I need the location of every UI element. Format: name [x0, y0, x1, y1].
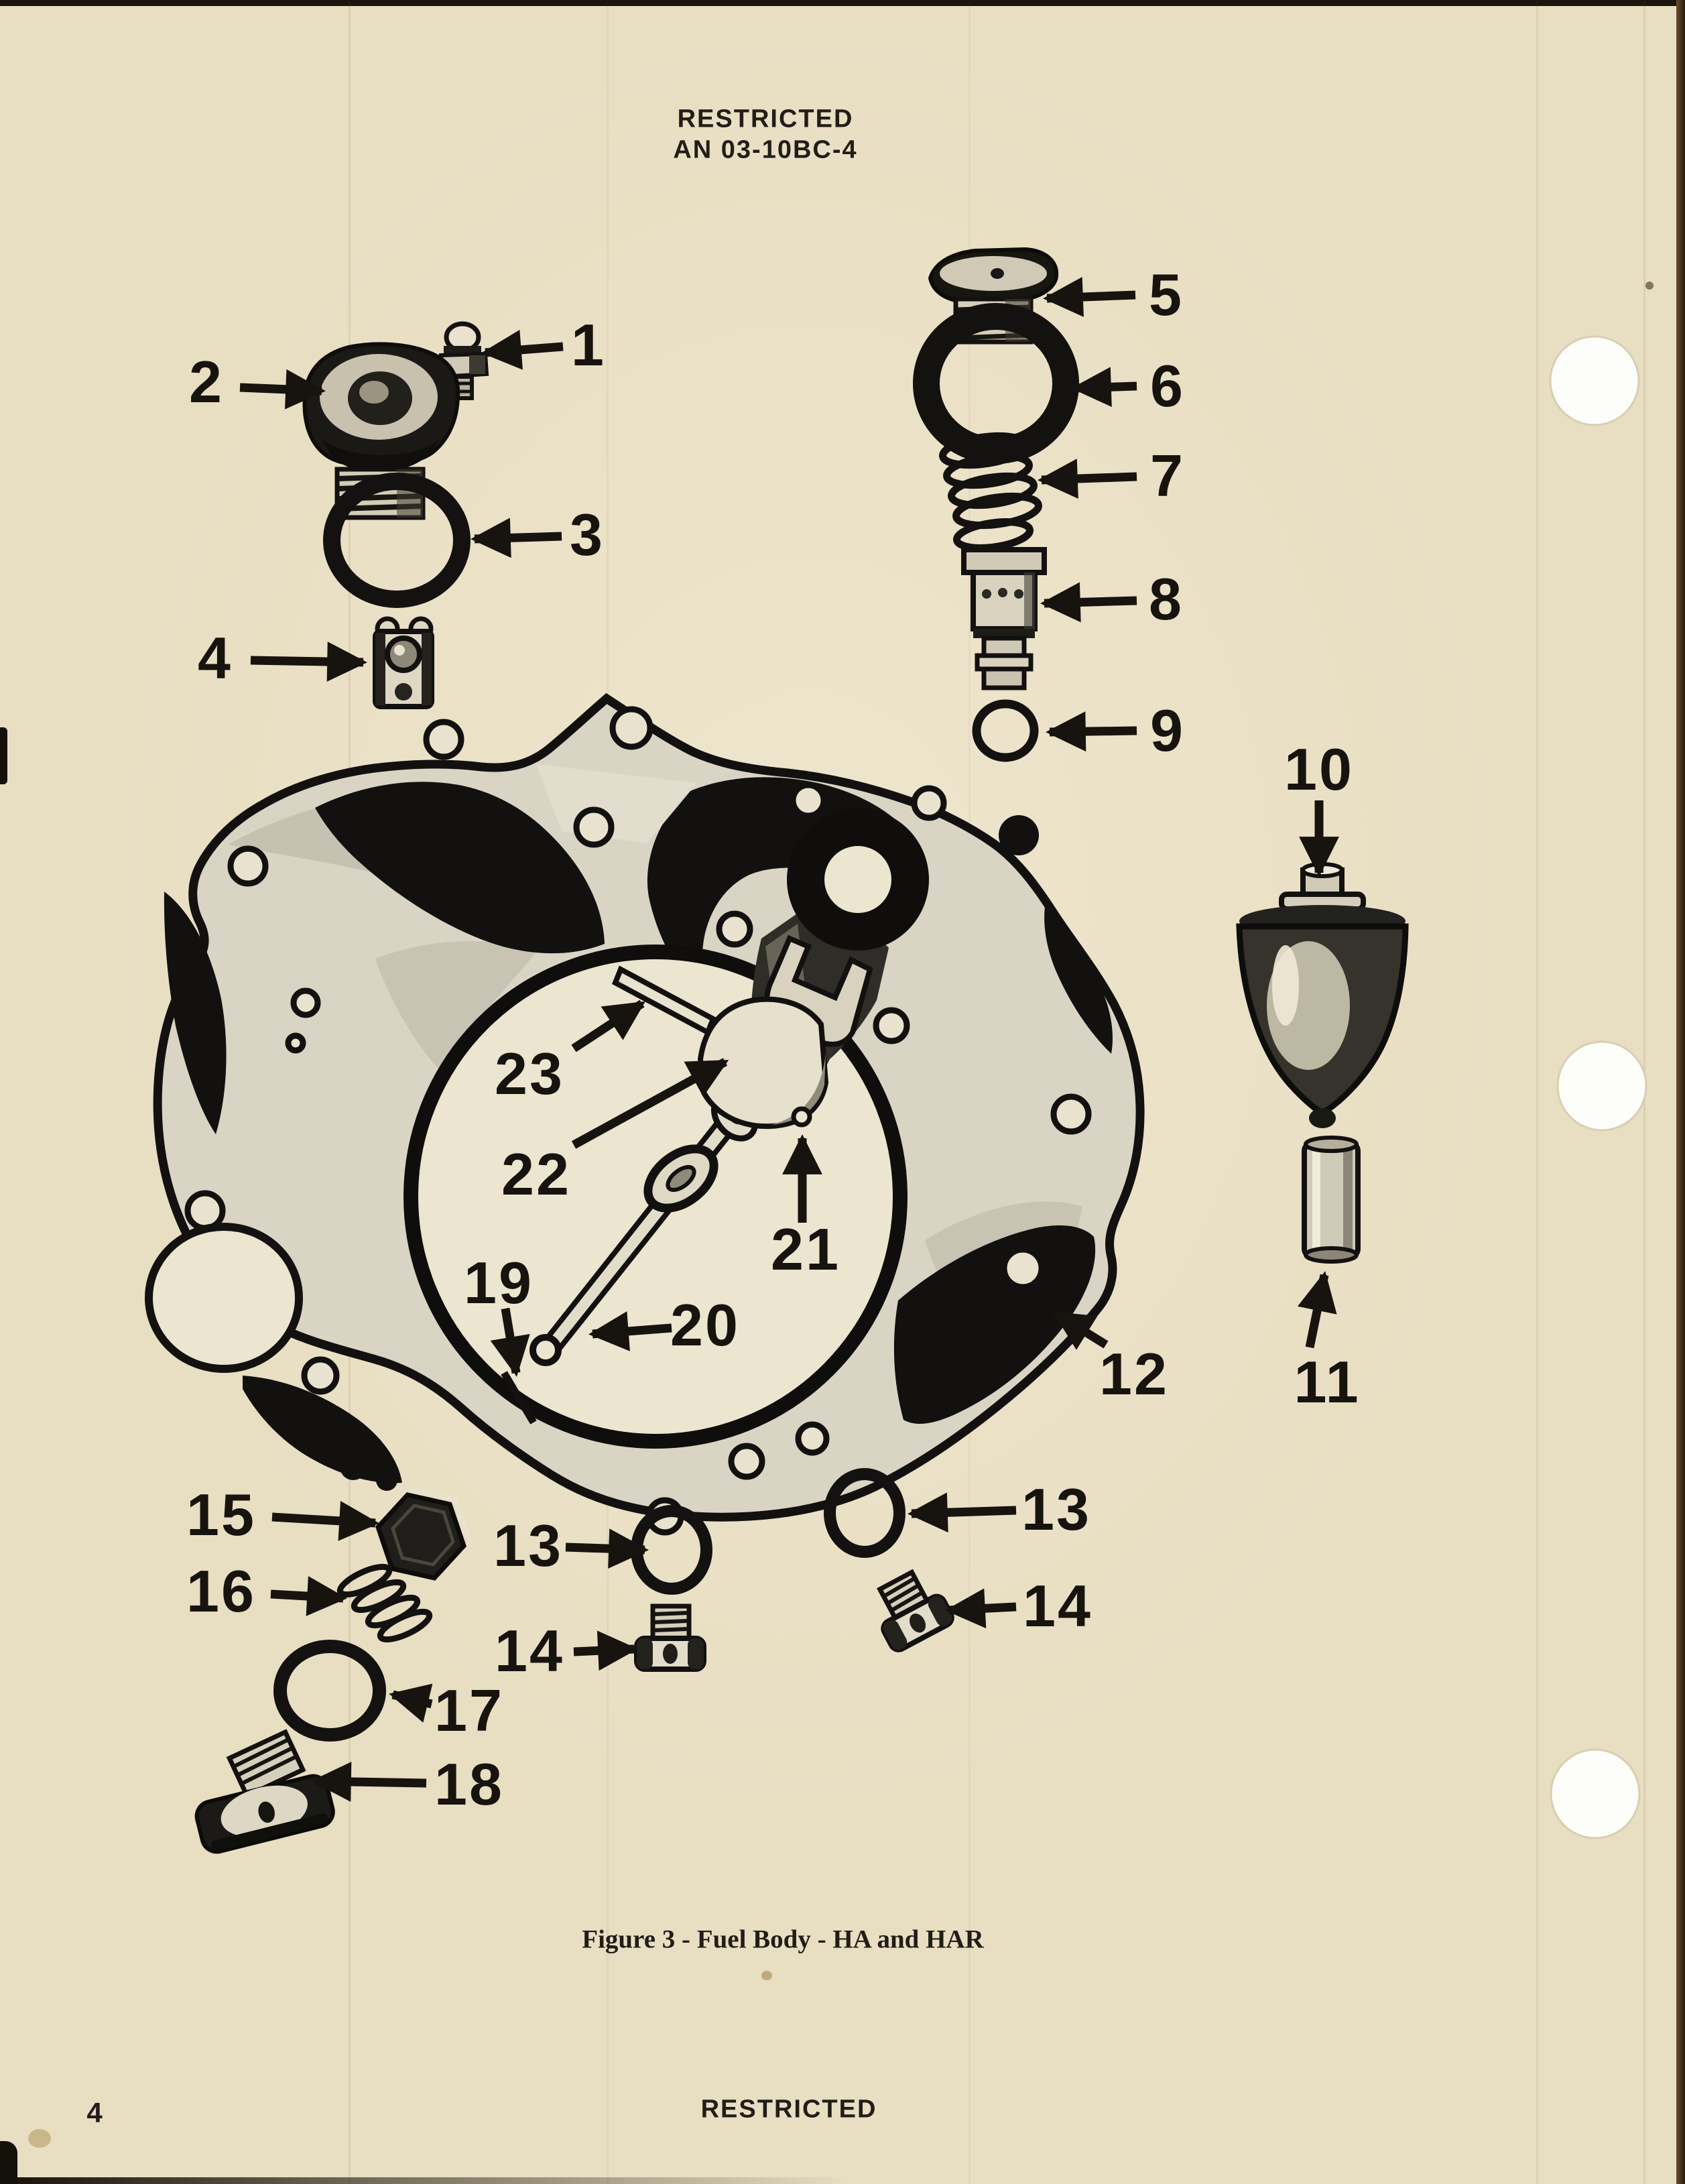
punch-holes: [1549, 335, 1647, 1839]
callout-label-12: 12: [1099, 1341, 1169, 1407]
callout-label-5: 5: [1149, 261, 1184, 328]
part-22-fork: [697, 934, 873, 1130]
lever-assembly: [501, 934, 873, 1424]
callout-label-18: 18: [434, 1751, 504, 1817]
callout-label-22: 22: [501, 1141, 571, 1207]
punch-hole: [1556, 1040, 1647, 1132]
part-21-ball: [791, 1106, 812, 1128]
callout-label-15: 15: [186, 1481, 256, 1548]
paper-stain: [1645, 282, 1653, 290]
callout-label-13b: 13: [1021, 1476, 1091, 1542]
callout-arrows: [239, 277, 1339, 1802]
callout-label-17: 17: [434, 1677, 504, 1744]
callout-label-4: 4: [198, 625, 233, 691]
part-9-ring: [972, 699, 1039, 762]
callout-label-13a: 13: [493, 1512, 563, 1579]
part-11-cylinder: [1302, 1136, 1361, 1264]
gasket-bolt-holes: [184, 706, 1092, 1536]
callout-label-2: 2: [189, 349, 224, 415]
callout-label-10: 10: [1284, 736, 1354, 802]
scan-edge-bottom: [0, 2177, 851, 2184]
footer-classification: RESTRICTED: [700, 2095, 877, 2124]
callout-label-14b: 14: [1023, 1573, 1093, 1639]
callout-label-9: 9: [1150, 697, 1185, 764]
part-6-oring: [913, 303, 1079, 464]
gasket-body: [145, 692, 1145, 1536]
callout-label-21: 21: [771, 1216, 840, 1282]
paper-stain: [28, 2129, 51, 2148]
callout-label-20: 20: [670, 1292, 740, 1358]
scan-edge-right: [1676, 0, 1685, 2184]
part-14-plug-left: [634, 1603, 706, 1672]
part-17-oring: [273, 1640, 386, 1742]
scan-edge-top: [0, 0, 1685, 6]
page-number: 4: [86, 2097, 103, 2128]
header-classification: RESTRICTED: [677, 105, 854, 133]
callout-label-14a: 14: [495, 1618, 564, 1684]
header-doc-number: AN 03-10BC-4: [673, 135, 858, 164]
part-10-bowl: [1236, 862, 1409, 1128]
part-4-guide: [373, 616, 434, 709]
callout-label-11: 11: [1294, 1349, 1361, 1415]
callout-label-23: 23: [495, 1040, 564, 1107]
paper-crease: [1536, 0, 1538, 2184]
callout-label-6: 6: [1150, 353, 1185, 419]
part-14-plug-right: [877, 1569, 954, 1652]
punch-hole: [1549, 335, 1640, 426]
part-7-spring: [939, 432, 1042, 552]
scan-edge-left-mark: [0, 727, 7, 784]
scan-corner-bottom-left: [0, 2141, 17, 2184]
punch-hole: [1550, 1748, 1641, 1839]
part-13-oring-right: [824, 1468, 906, 1558]
callout-label-16: 16: [186, 1558, 256, 1624]
part-15-hex-nut: [375, 1488, 473, 1581]
callout-label-8: 8: [1149, 566, 1184, 632]
part-8-plunger: [961, 547, 1047, 690]
part-19-pin: [501, 1371, 537, 1424]
part-3-ring: [323, 473, 471, 608]
callout-label-3: 3: [570, 501, 605, 568]
figure-caption: Figure 3 - Fuel Body - HA and HAR: [582, 1925, 984, 1954]
part-1-fitting: [438, 321, 489, 400]
part-20-collar: [643, 1144, 719, 1213]
part-18-plug: [194, 1729, 335, 1854]
paper-stain: [761, 1971, 772, 1980]
callout-label-7: 7: [1150, 442, 1185, 509]
gasket-window-hole: [145, 1223, 303, 1373]
callout-label-1: 1: [571, 312, 606, 378]
callout-label-19: 19: [464, 1250, 534, 1316]
